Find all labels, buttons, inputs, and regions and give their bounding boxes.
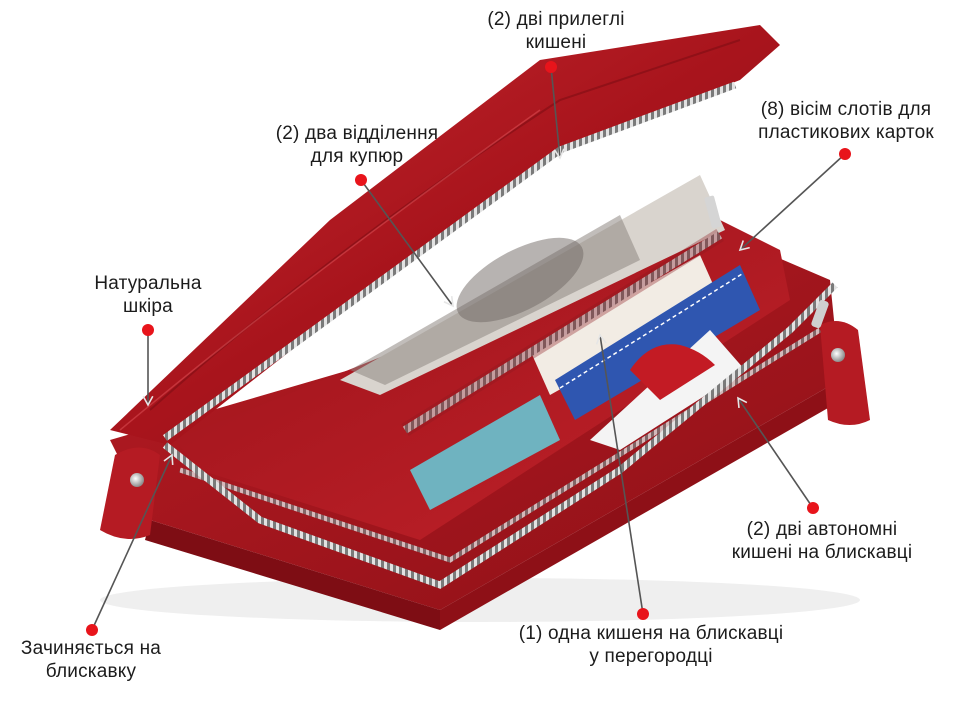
card-blue	[555, 265, 760, 420]
leader-lines	[91, 66, 846, 631]
callout-card-slots: (8) вісім слотів для пластикових карток	[758, 99, 934, 143]
heart-tab	[630, 344, 715, 400]
callout-dot-adjacent-pockets	[545, 61, 557, 73]
callout-adjacent-pockets: (2) дві прилеглі кишені	[487, 9, 625, 53]
zipper-pull-right	[820, 321, 870, 425]
callout-dot-partition-zip-pocket	[637, 608, 649, 620]
callout-dot-closes-with-zipper	[86, 624, 98, 636]
leader-line-closes-with-zipper	[91, 454, 173, 631]
zipper-pull-left	[100, 447, 160, 539]
main-zipper-bottom	[162, 282, 838, 589]
leader-line-card-slots	[739, 153, 846, 251]
callout-partition-zip-pocket: (1) одна кишеня на блискавці у перегород…	[518, 623, 784, 667]
leader-line-banknote-compartments	[360, 179, 454, 307]
zipper-pull-partition	[704, 195, 722, 229]
callout-dot-card-slots	[839, 148, 851, 160]
callout-dot-genuine-leather	[142, 324, 154, 336]
callout-closes-with-zipper: Зачиняється на блискавку	[20, 638, 162, 682]
callout-banknote-compartments: (2) два відділення для купюр	[275, 123, 439, 167]
card-teal	[410, 395, 560, 510]
callout-dot-banknote-compartments	[355, 174, 367, 186]
callout-genuine-leather: Натуральна шкіра	[94, 273, 202, 317]
callout-two-zip-pockets: (2) дві автономні кишені на блискавці	[731, 519, 913, 563]
partition-zipper	[402, 231, 723, 434]
callout-dot-two-zip-pockets	[807, 502, 819, 514]
leader-line-partition-zip-pocket	[599, 334, 644, 615]
card-white	[530, 255, 720, 395]
main-zipper-top	[162, 81, 737, 441]
leader-line-adjacent-pockets	[550, 66, 561, 159]
leader-line-two-zip-pockets	[737, 397, 814, 509]
